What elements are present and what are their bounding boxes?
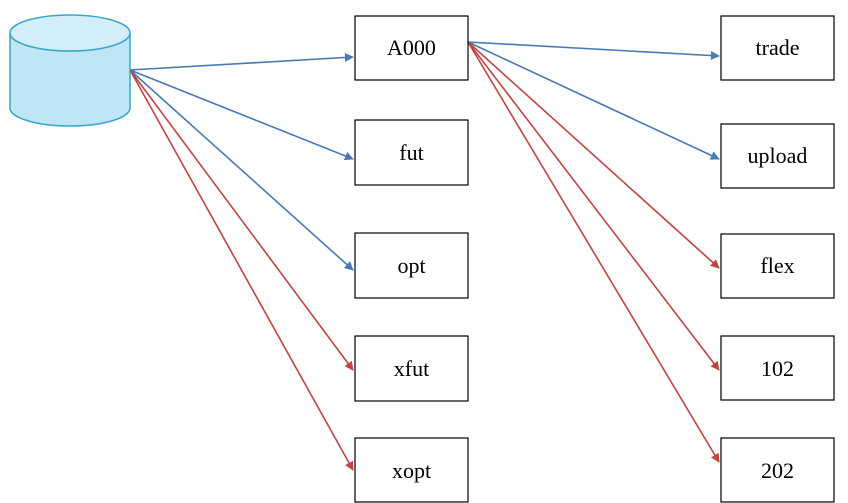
node-102: 102 xyxy=(720,335,835,401)
edge-a000-to-trade xyxy=(467,41,720,61)
edges-group xyxy=(129,41,720,471)
edge-database-to-opt xyxy=(129,69,354,271)
edge-a000-to-upload xyxy=(467,41,720,160)
node-xfut: xfut xyxy=(354,335,469,402)
edge-a000-to-n102 xyxy=(467,41,720,371)
node-fut: fut xyxy=(354,119,469,186)
node-label: 202 xyxy=(761,458,794,483)
node-a000: A000 xyxy=(354,15,469,81)
node-label: flex xyxy=(760,253,794,278)
node-label: xfut xyxy=(394,356,429,381)
node-upload: upload xyxy=(720,123,835,189)
node-xopt: xopt xyxy=(354,437,469,503)
node-label: 102 xyxy=(761,356,794,381)
node-202: 202 xyxy=(720,437,835,503)
node-flex: flex xyxy=(720,233,835,299)
node-label: A000 xyxy=(387,35,436,60)
edge-a000-to-n202 xyxy=(467,41,720,463)
node-label: fut xyxy=(399,140,423,165)
edge-database-to-a000 xyxy=(129,52,354,71)
node-label: upload xyxy=(748,143,808,168)
node-label: trade xyxy=(756,35,800,60)
edge-database-to-xopt xyxy=(129,69,354,471)
node-label: xopt xyxy=(392,458,431,483)
edge-database-to-xfut xyxy=(129,69,354,371)
node-label: opt xyxy=(397,253,425,278)
edge-database-to-fut xyxy=(129,69,354,161)
database-icon xyxy=(9,14,131,127)
node-trade: trade xyxy=(720,15,835,81)
node-opt: opt xyxy=(354,232,469,299)
edge-a000-to-flex xyxy=(467,41,720,269)
